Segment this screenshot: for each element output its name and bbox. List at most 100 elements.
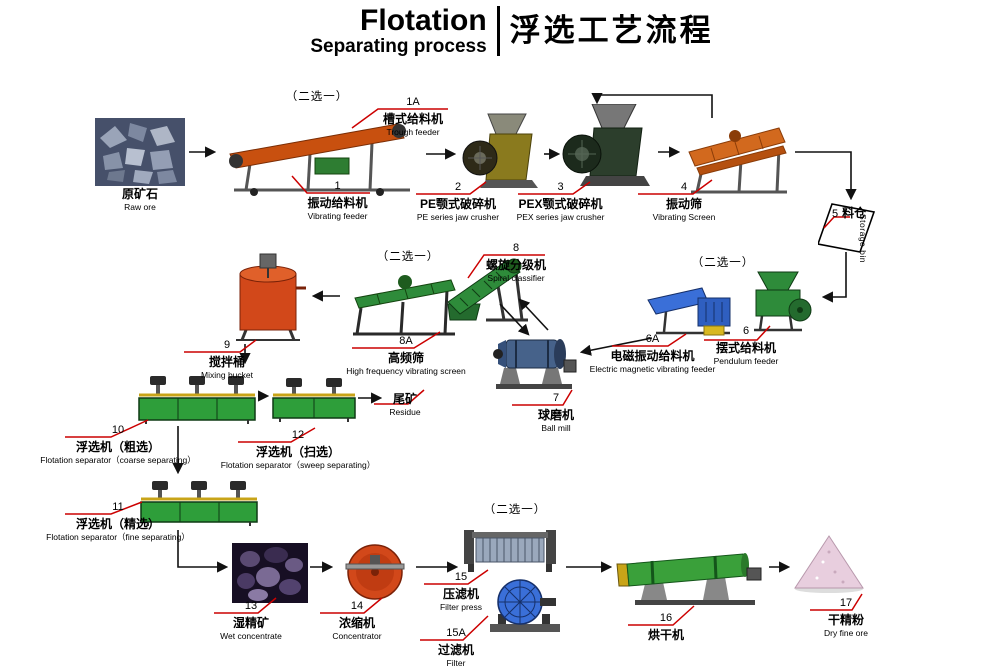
rotary-dryer-graphic <box>615 538 765 615</box>
label-filter-press-num: 15 <box>454 571 468 583</box>
label-electromagnetic-feeder-en: Electric magnetic vibrating feeder <box>589 364 716 374</box>
label-wet-concentrate-zh: 湿精矿 <box>232 616 269 630</box>
title-chinese: 浮选工艺流程 <box>509 13 714 48</box>
label-flotation-fine: 11 浮选机（精选） Flotation separator（fine sepa… <box>18 501 218 542</box>
label-trough-feeder: 1A 槽式给料机 Trough feeder <box>368 96 458 137</box>
label-filter-zh: 过滤机 <box>437 643 474 657</box>
label-pex-crusher: 3 PEX颚式破碎机 PEX series jaw crusher <box>508 181 613 222</box>
choose-one-note-classifier: （二选一） <box>376 251 440 263</box>
label-flotation-coarse-zh: 浮选机（粗选） <box>75 440 160 454</box>
label-spiral-classifier-en: Spiral classifier <box>487 273 545 283</box>
label-filter-en: Filter <box>446 658 466 668</box>
label-ball-mill-en: Ball mill <box>541 423 571 433</box>
label-high-frequency-screen-num: 8A <box>399 335 413 347</box>
label-vibrating-feeder-en: Vibrating feeder <box>307 211 368 221</box>
label-vibrating-feeder: 1 振动给料机 Vibrating feeder <box>290 180 385 221</box>
raw-ore-image <box>95 118 185 191</box>
vibrating-screen-graphic <box>683 116 795 205</box>
flotation-fine-graphic <box>138 476 260 533</box>
label-pex-crusher-zh: PEX颚式破碎机 <box>518 197 603 211</box>
label-raw-ore: 原矿石 Raw ore <box>95 187 185 212</box>
title-divider <box>496 6 500 56</box>
label-dry-fine-ore: 17 干精粉 Dry fine ore <box>792 597 900 638</box>
filter-press-graphic <box>462 522 557 577</box>
label-filter-press-zh: 压滤机 <box>442 587 479 601</box>
label-flotation-fine-num: 11 <box>112 501 124 513</box>
label-pendulum-feeder-zh: 摆式给料机 <box>715 341 776 355</box>
label-concentrator: 14 浓缩机 Concentrator <box>298 600 416 641</box>
label-trough-feeder-num: 1A <box>406 96 420 108</box>
label-trough-feeder-en: Trough feeder <box>386 127 440 137</box>
label-ball-mill: 7 球磨机 Ball mill <box>506 392 606 433</box>
label-pe-crusher-zh: PE颚式破碎机 <box>419 197 496 211</box>
label-vibrating-screen-num: 4 <box>680 181 688 193</box>
title-english-sub: Separating process <box>310 36 487 57</box>
concentrator-graphic <box>336 536 414 605</box>
label-high-frequency-screen: 8A 高频筛 High frequency vibrating screen <box>330 335 482 376</box>
choose-one-note-feeders: （二选一） <box>285 91 349 103</box>
label-dryer-num: 16 <box>659 612 673 624</box>
label-concentrator-zh: 浓缩机 <box>338 616 375 630</box>
flotation-sweep-graphic <box>270 370 358 429</box>
label-mixing-bucket-en: Mixing bucket <box>201 370 253 380</box>
label-vibrating-screen: 4 振动筛 Vibrating Screen <box>630 181 738 222</box>
label-filter-press: 15 压滤机 Filter press <box>406 571 516 612</box>
label-vibrating-feeder-zh: 振动给料机 <box>307 196 368 210</box>
pe-jaw-crusher-graphic <box>460 112 542 199</box>
page-title: Flotation Separating process 浮选工艺流程 <box>14 4 996 58</box>
label-dry-fine-ore-zh: 干精粉 <box>827 613 864 627</box>
mixing-bucket-graphic <box>226 248 308 347</box>
label-dry-fine-ore-num: 17 <box>839 597 853 609</box>
title-english: Flotation Separating process <box>310 4 487 58</box>
label-filter-num: 15A <box>446 627 466 639</box>
label-flotation-coarse: 10 浮选机（粗选） Flotation separator（coarse se… <box>18 424 218 465</box>
label-flotation-sweep: 12 浮选机（扫选） Flotation separator（sweep sep… <box>212 429 384 470</box>
label-filter: 15A 过滤机 Filter <box>402 627 510 668</box>
label-pendulum-feeder: 6 摆式给料机 Pendulum feeder <box>700 325 792 366</box>
label-mixing-bucket-num: 9 <box>223 339 231 351</box>
label-vibrating-screen-en: Vibrating Screen <box>652 212 716 222</box>
label-pendulum-feeder-num: 6 <box>742 325 750 337</box>
label-pe-crusher-en: PE series jaw crusher <box>416 212 500 222</box>
label-raw-ore-en: Raw ore <box>124 202 156 212</box>
label-flotation-sweep-num: 12 <box>291 429 305 441</box>
ball-mill-graphic <box>490 326 578 397</box>
choose-one-note-bin-feeders: （二选一） <box>691 257 755 269</box>
label-wet-concentrate-num: 13 <box>244 600 258 612</box>
label-concentrator-en: Concentrator <box>332 631 382 641</box>
filter-drum-graphic <box>486 576 564 643</box>
label-pex-crusher-num: 3 <box>557 181 564 193</box>
wet-concentrate-image <box>232 543 308 608</box>
label-flotation-sweep-zh: 浮选机（扫选） <box>255 445 340 459</box>
label-pe-crusher: 2 PE颚式破碎机 PE series jaw crusher <box>408 181 508 222</box>
choose-one-note-filters: （二选一） <box>483 504 547 516</box>
label-vibrating-feeder-num: 1 <box>334 180 341 192</box>
label-flotation-sweep-en: Flotation separator（sweep separating） <box>220 460 376 470</box>
label-spiral-classifier-num: 8 <box>512 242 520 254</box>
label-filter-press-en: Filter press <box>439 602 483 612</box>
label-high-frequency-screen-en: High frequency vibrating screen <box>346 366 466 376</box>
label-storage-bin-en: Storage bin <box>858 214 868 263</box>
label-flotation-coarse-num: 10 <box>111 424 125 436</box>
label-pe-crusher-num: 2 <box>454 181 462 193</box>
label-residue-zh: 尾矿 <box>392 392 417 406</box>
label-residue-en: Residue <box>389 407 421 417</box>
dry-fine-ore-pile <box>793 532 865 599</box>
label-high-frequency-screen-zh: 高频筛 <box>387 351 424 365</box>
label-vibrating-screen-zh: 振动筛 <box>665 197 702 211</box>
label-pendulum-feeder-en: Pendulum feeder <box>713 356 779 366</box>
label-dryer: 16 烘干机 <box>612 612 720 643</box>
label-spiral-classifier: 8 螺旋分级机 Spiral classifier <box>460 242 572 283</box>
label-mixing-bucket: 9 搅拌桶 Mixing bucket <box>172 339 282 380</box>
title-english-main: Flotation <box>360 4 487 37</box>
label-flotation-fine-en: Flotation separator（fine separating） <box>46 532 190 542</box>
label-ball-mill-num: 7 <box>552 392 560 404</box>
label-raw-ore-zh: 原矿石 <box>121 187 158 201</box>
label-storage-bin-num: 5 <box>832 208 839 220</box>
label-pex-crusher-en: PEX series jaw crusher <box>516 212 605 222</box>
label-ball-mill-zh: 球磨机 <box>537 408 574 422</box>
flotation-coarse-graphic <box>136 366 258 429</box>
label-residue: 尾矿 Residue <box>372 392 438 417</box>
label-spiral-classifier-zh: 螺旋分级机 <box>485 258 546 272</box>
